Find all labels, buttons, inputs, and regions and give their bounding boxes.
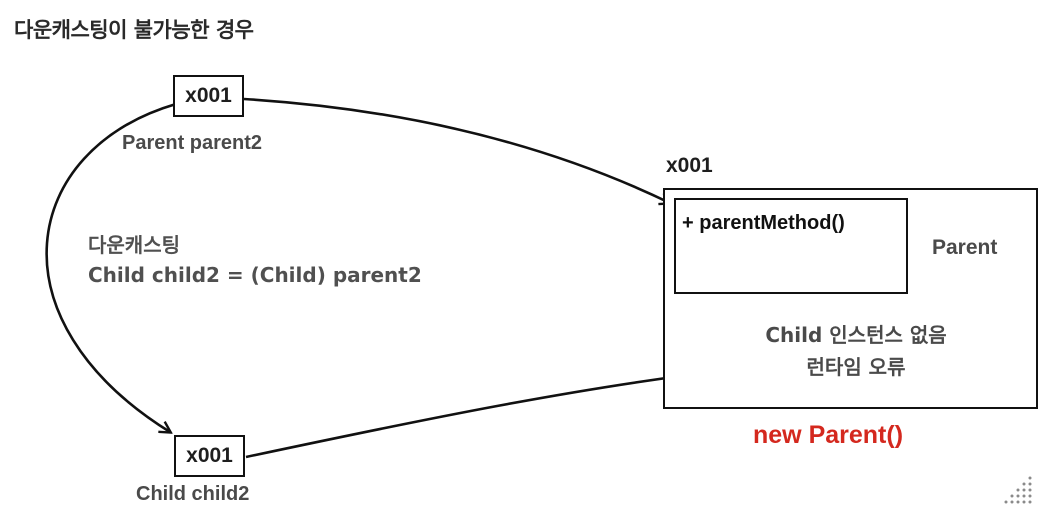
runtime-error-message: Child 인스턴스 없음 런타임 오류 [740,319,972,383]
parent2-reference-box: x001 [173,75,244,117]
instance-class-name: Parent [932,236,998,259]
parent2-address: x001 [185,84,232,107]
object-address: x001 [666,154,713,177]
method-area-box: + parentMethod() [674,198,908,294]
downcast-arrow [45,102,177,432]
downcast-note-code: Child child2 = (Child) parent2 [88,263,422,287]
resize-grip-icon [1004,476,1032,504]
downcast-note-title: 다운캐스팅 [88,233,180,257]
child2-variable-label: Child child2 [136,483,250,505]
error-type: 런타임 오류 [806,355,906,379]
reference-arrow-parent2 [243,97,670,203]
parent-method-label: + parentMethod() [682,212,845,234]
child2-reference-box: x001 [174,435,245,477]
child2-address: x001 [186,444,233,467]
constructor-expression: new Parent() [753,421,904,449]
error-reason: Child 인스턴스 없음 [765,323,947,347]
diagram-title: 다운캐스팅이 불가능한 경우 [14,18,254,42]
parent2-variable-label: Parent parent2 [122,132,263,154]
downcast-note: 다운캐스팅 Child child2 = (Child) parent2 [88,230,422,290]
